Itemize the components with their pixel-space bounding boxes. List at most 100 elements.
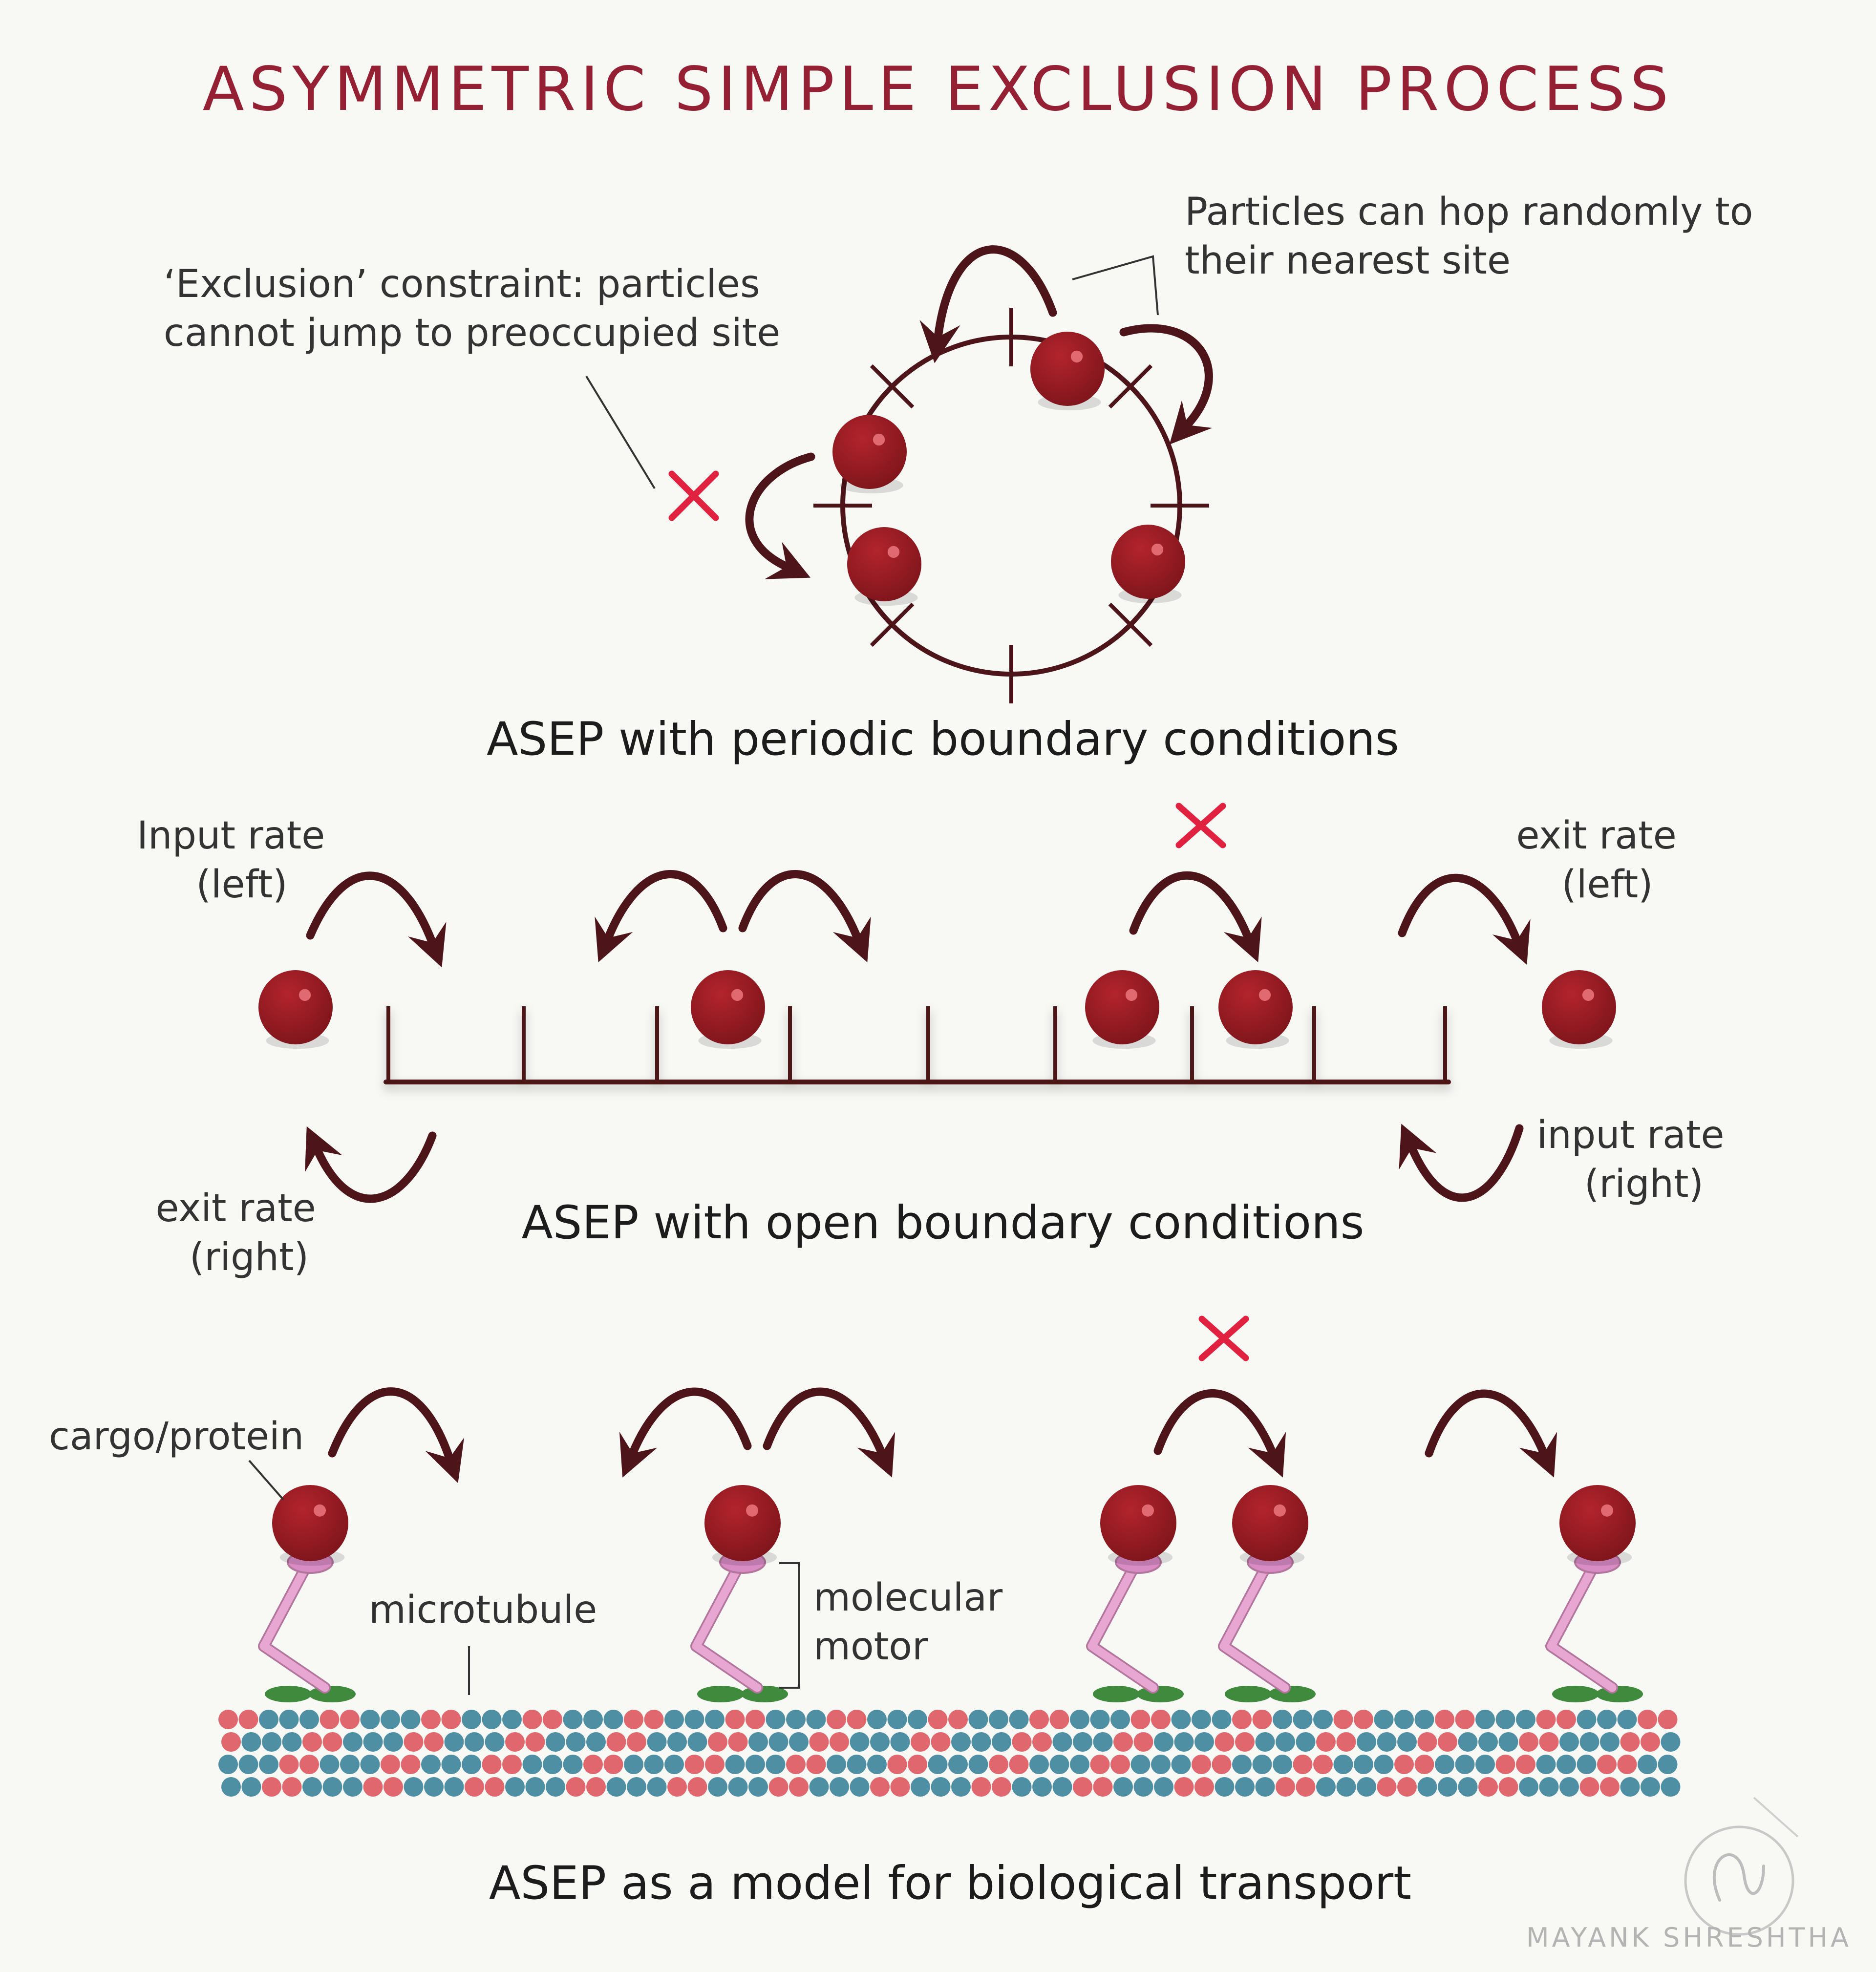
tubulin-subunit	[1357, 1732, 1376, 1752]
tubulin-subunit	[911, 1777, 930, 1797]
tubulin-subunit	[1374, 1710, 1394, 1729]
motor-with-cargo	[1086, 1485, 1184, 1702]
tubulin-subunit	[786, 1755, 806, 1774]
bio-blocked-hop-arrow	[1153, 1389, 1286, 1478]
tubulin-subunit	[1255, 1777, 1275, 1797]
tubulin-subunit	[279, 1710, 299, 1729]
tubulin-subunit	[1252, 1755, 1272, 1774]
tubulin-subunit	[1252, 1710, 1272, 1729]
tubulin-subunit	[1293, 1755, 1313, 1774]
tubulin-subunit	[948, 1755, 968, 1774]
tubulin-subunit	[664, 1755, 684, 1774]
exit-left-arrow	[1398, 873, 1531, 965]
tubulin-subunit	[1397, 1777, 1417, 1797]
hop-left-arrow	[919, 245, 1057, 363]
tubulin-subunit	[360, 1755, 380, 1774]
tubulin-subunit	[1032, 1777, 1052, 1797]
periodic-section: Particles can hop randomly to their near…	[164, 190, 1753, 766]
tubulin-subunit	[627, 1777, 646, 1797]
tubulin-subunit	[624, 1755, 643, 1774]
tubulin-subunit	[748, 1732, 768, 1752]
tubulin-subunit	[401, 1755, 421, 1774]
tubulin-subunit	[1661, 1732, 1681, 1752]
tubulin-subunit	[1394, 1755, 1414, 1774]
tubulin-subunit	[586, 1732, 606, 1752]
tubulin-subunit	[1495, 1755, 1515, 1774]
tubulin-subunit	[1641, 1732, 1660, 1752]
tubulin-subunit	[241, 1732, 261, 1752]
tubulin-subunit	[1435, 1710, 1454, 1729]
hop-right-arrow	[1119, 324, 1213, 445]
tubulin-subunit	[1194, 1732, 1214, 1752]
periodic-caption: ASEP with periodic boundary conditions	[487, 713, 1399, 766]
particle	[1030, 332, 1105, 411]
tubulin-subunit	[1478, 1732, 1498, 1752]
tubulin-subunit	[1212, 1710, 1232, 1729]
motor-foot	[265, 1686, 312, 1702]
tubulin-subunit	[1600, 1777, 1620, 1797]
tubulin-subunit	[1638, 1710, 1657, 1729]
tubulin-subunit	[522, 1710, 542, 1729]
motor-foot	[1552, 1686, 1599, 1702]
tubulin-subunit	[485, 1732, 505, 1752]
tubulin-subunit	[1113, 1732, 1133, 1752]
tubulin-subunit	[1174, 1732, 1194, 1752]
particle	[691, 970, 765, 1049]
tubulin-subunit	[1133, 1732, 1153, 1752]
tubulin-subunit	[725, 1710, 745, 1729]
motor-stalk	[1547, 1564, 1617, 1692]
tubulin-subunit	[1516, 1755, 1535, 1774]
tubulin-subunit	[627, 1732, 646, 1752]
tubulin-subunit	[908, 1755, 927, 1774]
tubulin-subunit	[647, 1732, 667, 1752]
cargo-label: cargo/protein	[49, 1415, 304, 1459]
tubulin-subunit	[968, 1710, 988, 1729]
tubulin-subunit	[1316, 1732, 1336, 1752]
tubulin-subunit	[1215, 1777, 1235, 1797]
tubulin-subunit	[890, 1732, 910, 1752]
motor-stalk	[259, 1564, 329, 1692]
bio-hop-arrow-1	[328, 1387, 464, 1484]
tubulin-subunit	[830, 1777, 849, 1797]
tubulin-subunit	[421, 1710, 441, 1729]
tubulin-subunit	[343, 1732, 362, 1752]
open-section: Input rate (left) exit rate (left) exit …	[137, 803, 1725, 1279]
tubulin-subunit	[1029, 1755, 1049, 1774]
tubulin-subunit	[606, 1777, 626, 1797]
tubulin-subunit	[870, 1777, 890, 1797]
tubulin-subunit	[1620, 1777, 1640, 1797]
tubulin-subunit	[1620, 1732, 1640, 1752]
blocked-x-icon-open	[1175, 803, 1226, 848]
tubulin-subunit	[1519, 1777, 1538, 1797]
ring-site-tick	[870, 364, 915, 409]
tubulin-subunit	[1579, 1777, 1599, 1797]
tubulin-subunit	[1597, 1755, 1617, 1774]
tubulin-subunit	[586, 1777, 606, 1797]
tubulin-subunit	[1498, 1732, 1518, 1752]
bio-hop-arrow-4	[1425, 1389, 1557, 1478]
tubulin-subunit	[262, 1732, 281, 1752]
tubulin-subunit	[381, 1710, 400, 1729]
tubulin-subunit	[546, 1732, 565, 1752]
ring-site-tick	[1108, 364, 1153, 409]
particle	[1085, 970, 1159, 1049]
tubulin-subunit	[404, 1732, 424, 1752]
tubulin-subunit	[262, 1777, 281, 1797]
tubulin-subunit	[1029, 1710, 1049, 1729]
tubulin-subunit	[1556, 1755, 1576, 1774]
motor-with-cargo	[258, 1485, 356, 1702]
motor-label: molecular motor	[813, 1576, 1015, 1669]
tubulin-subunit	[847, 1710, 867, 1729]
tubulin-subunit	[302, 1777, 322, 1797]
tubulin-subunit	[1354, 1710, 1373, 1729]
tubulin-subunit	[951, 1777, 971, 1797]
tubulin-subunit	[299, 1710, 319, 1729]
tubulin-subunit	[424, 1777, 444, 1797]
tubulin-subunit	[465, 1777, 484, 1797]
tubulin-subunit	[1438, 1777, 1457, 1797]
tubulin-subunit	[667, 1777, 687, 1797]
tubulin-subunit	[465, 1732, 484, 1752]
tubulin-subunit	[1333, 1710, 1353, 1729]
tubulin-subunit	[786, 1710, 806, 1729]
bio-hop-left-arrow	[619, 1387, 752, 1478]
